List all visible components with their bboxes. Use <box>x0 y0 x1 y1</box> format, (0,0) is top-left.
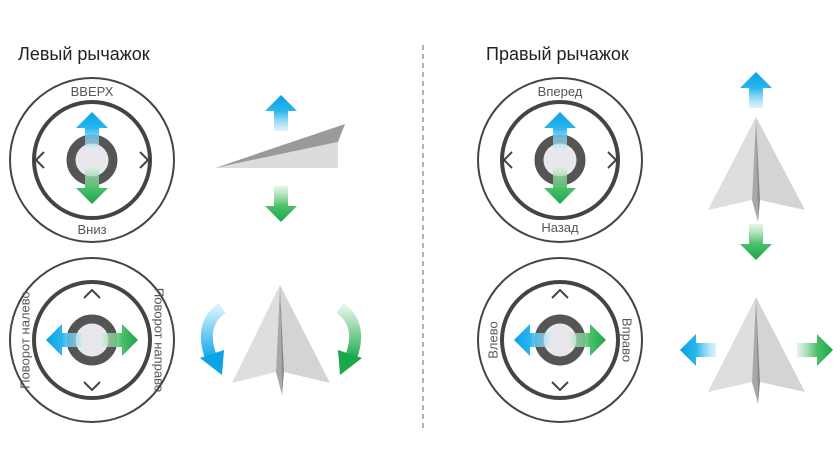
chevron-right-icon <box>607 151 618 169</box>
backward-arrow-icon <box>740 224 772 260</box>
plane-side-view <box>215 124 345 168</box>
plane-top-view-yaw <box>232 285 330 395</box>
back-label: Назад <box>541 220 579 235</box>
left-stick-yaw: Поворот налево Поворот направо <box>9 257 175 423</box>
inner-ring <box>32 100 152 220</box>
rotate-left-arrow-icon <box>200 303 226 375</box>
right-stick-title: Правый рычажок <box>486 44 629 64</box>
left-stick-throttle: ВВЕРХ Вниз <box>9 77 175 243</box>
right-label: Вправо <box>620 318 635 362</box>
outer-ring <box>9 77 175 243</box>
rotate-right-arrow-icon <box>336 303 362 375</box>
chevron-left-icon <box>502 151 513 169</box>
chevron-up-icon <box>551 288 569 299</box>
right-stick-pitch: Вперед Назад <box>477 77 643 243</box>
chevron-down-icon <box>83 381 101 392</box>
chevron-up-icon <box>83 288 101 299</box>
roll-left-arrow-icon <box>680 334 716 366</box>
plane-top-view-roll <box>708 297 805 404</box>
left-label: Влево <box>485 321 500 358</box>
turn-right-label: Поворот направо <box>152 288 167 392</box>
descend-arrow-icon <box>265 186 297 222</box>
climb-arrow-icon <box>265 95 297 131</box>
roll-right-arrow-icon <box>797 334 833 366</box>
forward-label: Вперед <box>538 84 583 99</box>
chevron-right-icon <box>139 151 150 169</box>
forward-arrow-icon <box>740 72 772 108</box>
left-stick-title: Левый рычажок <box>18 44 150 64</box>
chevron-left-icon <box>34 151 45 169</box>
down-label: Вниз <box>77 222 106 237</box>
right-stick-roll: Влево Вправо <box>477 257 643 423</box>
turn-left-label: Поворот налево <box>17 291 32 389</box>
up-label: ВВЕРХ <box>71 84 114 99</box>
plane-top-view-pitch <box>708 117 805 222</box>
chevron-down-icon <box>551 381 569 392</box>
